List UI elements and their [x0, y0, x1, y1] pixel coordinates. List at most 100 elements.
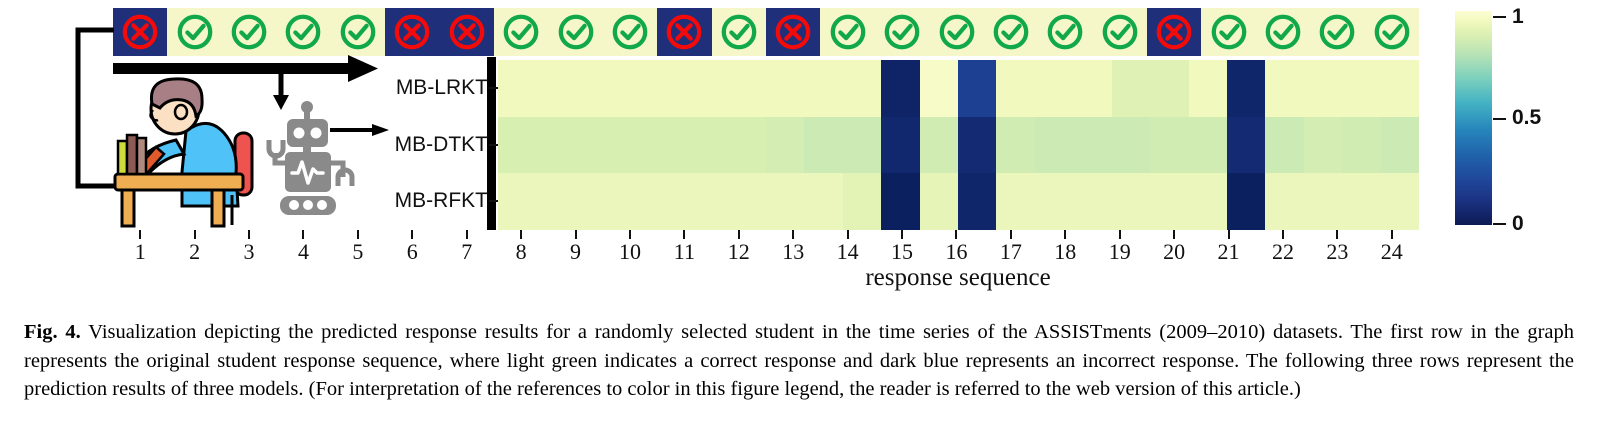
check-circle-icon — [939, 14, 974, 50]
heatmap-row-mb-rfkt — [497, 173, 1420, 230]
heatmap-cell — [727, 116, 766, 174]
check-circle-icon — [721, 14, 757, 50]
x-tick-label: 24 — [1380, 239, 1403, 264]
heatmap-cell — [612, 116, 651, 174]
heatmap-cell — [1380, 173, 1420, 230]
x-tick-group: 20 — [1147, 230, 1201, 263]
heatmap-cell — [1303, 60, 1343, 117]
response-incorrect-cell — [439, 8, 494, 56]
x-tick-group: 16 — [929, 230, 983, 263]
x-tick-mark — [574, 230, 577, 239]
heatmap-cell — [1265, 116, 1304, 174]
x-tick-label: 23 — [1326, 239, 1349, 264]
colorbar-label-1: 1 — [1512, 5, 1524, 28]
x-tick-mark — [846, 230, 849, 239]
row-label-mb-dtkt: MB-DTKT — [394, 133, 498, 156]
heatmap-cell — [881, 173, 920, 230]
response-correct-cell — [330, 8, 386, 56]
response-correct-cell — [602, 8, 658, 56]
response-correct-cell — [929, 8, 984, 56]
check-circle-icon — [1102, 14, 1138, 50]
heatmap-cell — [497, 60, 536, 117]
response-correct-cell — [1201, 8, 1256, 56]
x-tick-group: 9 — [548, 230, 602, 263]
x-tick-group: 19 — [1093, 230, 1147, 263]
heatmap-cell — [804, 116, 843, 174]
x-tick-group: 12 — [712, 230, 766, 263]
heatmap-cell — [689, 60, 728, 117]
heatmap-cell — [842, 60, 882, 117]
check-circle-icon — [1211, 14, 1246, 50]
heatmap-cell — [1150, 116, 1189, 174]
colorbar-label-0: 0 — [1512, 212, 1524, 235]
heatmap-cell — [1034, 116, 1074, 174]
response-incorrect-cell — [657, 8, 712, 56]
cross-circle-icon — [667, 14, 702, 50]
heatmap-cell — [842, 173, 882, 230]
heatmap-cell — [1073, 116, 1112, 174]
heatmap-cell — [1342, 116, 1381, 174]
response-correct-cell — [820, 8, 875, 56]
response-correct-cell — [1038, 8, 1093, 56]
row-tick-1 — [489, 144, 498, 146]
heatmap-cell — [1227, 116, 1266, 174]
heatmap-cell — [497, 173, 536, 230]
response-correct-cell — [1255, 8, 1311, 56]
heatmap-row-mb-dtkt — [497, 116, 1420, 174]
check-circle-icon — [612, 14, 648, 50]
x-tick-group: 11 — [657, 230, 711, 263]
heatmap-cell — [996, 173, 1035, 230]
x-tick-mark — [1064, 230, 1067, 239]
x-tick-mark — [1336, 230, 1339, 239]
x-tick-group: 3 — [222, 230, 276, 263]
response-correct-cell — [167, 8, 222, 56]
check-circle-icon — [1374, 14, 1410, 50]
heatmap-cell — [958, 60, 997, 117]
x-tick-label: 14 — [836, 239, 859, 264]
x-tick-group: 24 — [1365, 230, 1419, 263]
heatmap-cell — [1150, 60, 1189, 117]
cross-circle-icon — [122, 14, 158, 50]
x-tick-group: 21 — [1201, 230, 1255, 263]
x-tick-mark — [193, 230, 196, 239]
row-label-mb-lrkt: MB-LRKT — [396, 77, 498, 98]
heatmap-cell — [1188, 60, 1228, 117]
heatmap-cell — [958, 173, 997, 230]
heatmap-cell — [842, 116, 882, 174]
heatmap-cell — [535, 173, 574, 230]
response-incorrect-cell — [113, 8, 168, 56]
heatmap-cell — [1342, 173, 1381, 230]
check-circle-icon — [503, 14, 539, 50]
x-tick-group: 13 — [766, 230, 820, 263]
figure-label: Fig. 4. — [24, 321, 81, 343]
heatmap-cell — [881, 116, 920, 174]
x-tick-label: 16 — [945, 239, 968, 264]
response-correct-cell — [711, 8, 767, 56]
heatmap-cell — [650, 116, 690, 174]
heatmap-cell — [497, 116, 536, 174]
response-correct-cell — [276, 8, 331, 56]
row-tick-0 — [489, 87, 498, 89]
x-tick-mark — [1390, 230, 1393, 239]
heatmap-cell — [1188, 173, 1228, 230]
x-tick-label: 3 — [243, 239, 255, 264]
heatmap-cell — [1150, 173, 1189, 230]
heatmap-cell — [573, 60, 613, 117]
x-tick-mark — [901, 230, 904, 239]
check-circle-icon — [558, 14, 593, 50]
heatmap-cell — [1111, 116, 1151, 174]
row-label-mb-rfkt-text: MB-RFKT — [394, 189, 488, 212]
heatmap-cell — [650, 173, 690, 230]
heatmap-cell — [1034, 173, 1074, 230]
x-tick-mark — [628, 230, 631, 239]
row-label-mb-dtkt-text: MB-DTKT — [394, 133, 488, 156]
x-axis-title: response sequence — [865, 264, 1051, 291]
x-tick-label: 12 — [727, 239, 750, 264]
x-tick-group: 14 — [820, 230, 874, 263]
x-tick-mark — [411, 230, 414, 239]
response-correct-cell — [1310, 8, 1365, 56]
response-incorrect-cell — [766, 8, 821, 56]
response-correct-cell — [983, 8, 1039, 56]
check-circle-icon — [340, 14, 376, 50]
